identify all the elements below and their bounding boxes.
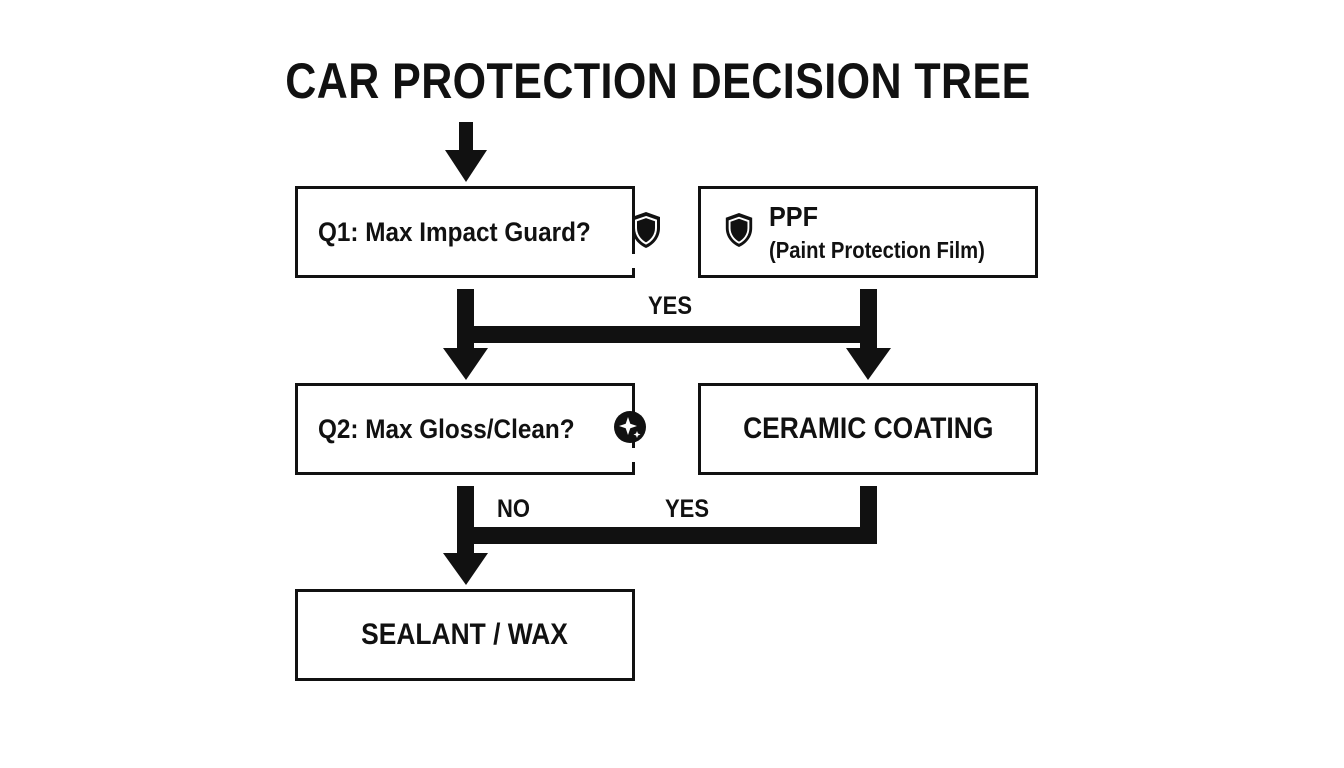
sealant-label: SEALANT / WAX: [361, 618, 569, 651]
row2-horizontal-connector: [457, 527, 876, 544]
q1-to-q2-arrow-head: [443, 348, 488, 380]
edge-label-q2-yes: YES: [665, 495, 710, 523]
shield-icon: [723, 210, 755, 255]
q1-border-gap: [632, 254, 636, 268]
ppf-text-group: PPF (Paint Protection Film): [769, 201, 1014, 264]
edge-label-q2-no: NO: [497, 495, 530, 523]
ppf-subtitle: (Paint Protection Film): [769, 236, 985, 263]
entry-arrow-head: [445, 150, 487, 182]
node-ppf: PPF (Paint Protection Film): [698, 186, 1038, 278]
node-ceramic-coating: CERAMIC COATING: [698, 383, 1038, 475]
edge-label-q1-yes: YES: [648, 292, 693, 320]
node-q1-impact-guard: Q1: Max Impact Guard?: [295, 186, 661, 278]
q1-label: Q1: Max Impact Guard?: [318, 216, 591, 247]
diagram-title: CAR PROTECTION DECISION TREE: [285, 53, 1031, 109]
ppf-to-ceramic-shaft: [860, 289, 877, 351]
q2-to-sealant-shaft: [457, 486, 474, 556]
entry-arrow-shaft: [459, 122, 473, 152]
q2-label: Q2: Max Gloss/Clean?: [318, 413, 575, 444]
ceramic-down-stub: [860, 486, 877, 544]
sparkle-icon: [613, 410, 647, 449]
q2-border-gap: [632, 448, 636, 462]
ppf-title: PPF: [769, 200, 819, 232]
row1-horizontal-connector: [457, 326, 876, 343]
node-q2-gloss-clean: Q2: Max Gloss/Clean?: [295, 383, 647, 475]
node-sealant-wax: SEALANT / WAX: [295, 589, 635, 681]
ceramic-label: CERAMIC COATING: [742, 412, 994, 445]
shield-icon: [629, 210, 663, 255]
q2-to-sealant-arrow-head: [443, 553, 488, 585]
ppf-to-ceramic-arrow-head: [846, 348, 891, 380]
